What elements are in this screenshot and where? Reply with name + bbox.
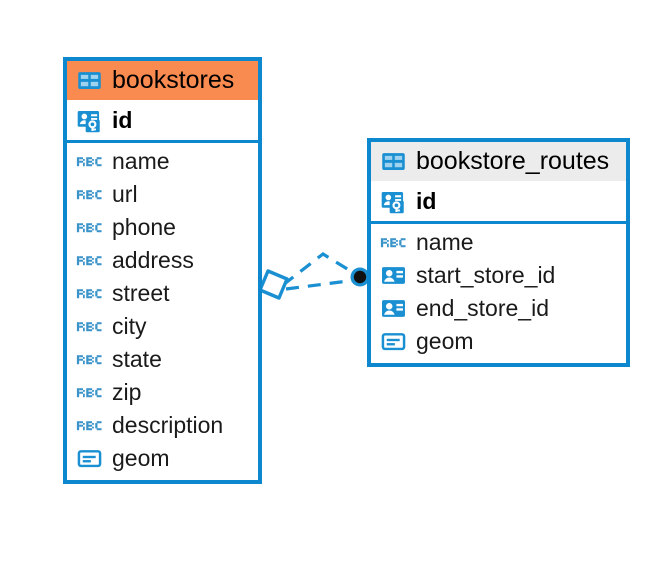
- field-row-zip[interactable]: zip: [67, 376, 258, 409]
- field-row-street[interactable]: street: [67, 277, 258, 310]
- text-abc-icon: [76, 412, 103, 439]
- field-label-geom: geom: [416, 328, 474, 355]
- field-row-name[interactable]: name: [67, 145, 258, 178]
- field-row-url[interactable]: url: [67, 178, 258, 211]
- field-label-description: description: [112, 412, 224, 439]
- geometry-icon: [380, 328, 407, 355]
- text-abc-icon: [380, 229, 407, 256]
- text-abc-icon: [76, 313, 103, 340]
- field-row-start-store-id[interactable]: start_store_id: [371, 259, 626, 292]
- field-list-bookstore-routes: name start_store_id: [371, 224, 626, 363]
- text-abc-icon: [76, 247, 103, 274]
- field-list-bookstores: name u: [67, 143, 258, 480]
- table-icon: [380, 148, 407, 175]
- entity-title-bookstores: bookstores: [112, 66, 235, 94]
- primary-key-icon: [76, 107, 103, 134]
- field-label-id: id: [112, 106, 133, 133]
- field-label-start-store-id: start_store_id: [416, 262, 556, 289]
- field-label-phone: phone: [112, 214, 176, 241]
- field-label-name: name: [112, 148, 170, 175]
- text-abc-icon: [76, 214, 103, 241]
- text-abc-icon: [76, 346, 103, 373]
- field-label-url: url: [112, 181, 138, 208]
- field-row-city[interactable]: city: [67, 310, 258, 343]
- relationship-line-upper: [282, 252, 358, 287]
- field-label-city: city: [112, 313, 147, 340]
- text-abc-icon: [76, 379, 103, 406]
- field-label-end-store-id: end_store_id: [416, 295, 549, 322]
- field-row-id[interactable]: id: [67, 100, 258, 140]
- field-row-geom[interactable]: geom: [371, 325, 626, 358]
- table-icon: [76, 67, 103, 94]
- relationship-line-lower: [285, 278, 357, 291]
- text-abc-icon: [76, 148, 103, 175]
- field-label-id: id: [416, 187, 437, 214]
- field-row-end-store-id[interactable]: end_store_id: [371, 292, 626, 325]
- geometry-icon: [76, 445, 103, 472]
- field-row-description[interactable]: description: [67, 409, 258, 442]
- text-abc-icon: [76, 181, 103, 208]
- entity-bookstores[interactable]: bookstores id: [63, 57, 262, 484]
- primary-key-section-bookstore-routes: id: [371, 181, 626, 224]
- foreign-key-icon: [380, 295, 407, 322]
- text-abc-icon: [76, 280, 103, 307]
- field-row-name[interactable]: name: [371, 226, 626, 259]
- diamond-marker-icon: [258, 269, 289, 300]
- field-label-geom: geom: [112, 445, 170, 472]
- field-row-geom[interactable]: geom: [67, 442, 258, 475]
- primary-key-icon: [380, 188, 407, 215]
- field-row-phone[interactable]: phone: [67, 211, 258, 244]
- field-row-id[interactable]: id: [371, 181, 626, 221]
- field-row-state[interactable]: state: [67, 343, 258, 376]
- primary-key-section-bookstores: id: [67, 100, 258, 143]
- foreign-key-icon: [380, 262, 407, 289]
- entity-header-bookstore-routes[interactable]: bookstore_routes: [371, 142, 626, 181]
- field-row-address[interactable]: address: [67, 244, 258, 277]
- entity-header-bookstores[interactable]: bookstores: [67, 61, 258, 100]
- field-label-street: street: [112, 280, 170, 307]
- field-label-zip: zip: [112, 379, 142, 406]
- field-label-state: state: [112, 346, 162, 373]
- field-label-name: name: [416, 229, 474, 256]
- field-label-address: address: [112, 247, 194, 274]
- entity-title-bookstore-routes: bookstore_routes: [416, 147, 610, 175]
- entity-bookstore-routes[interactable]: bookstore_routes: [367, 138, 630, 367]
